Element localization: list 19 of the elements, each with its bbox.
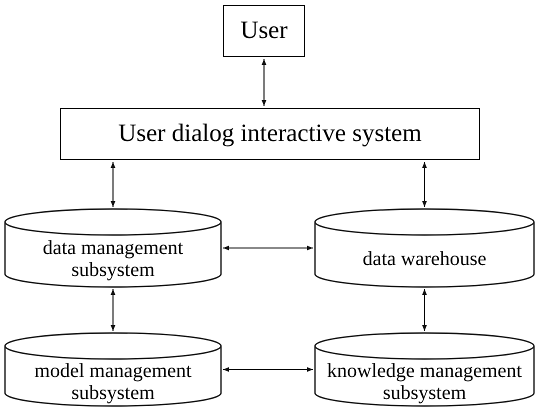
node-label: data warehouse (362, 248, 488, 270)
double-arrow (110, 162, 116, 207)
node-label: User (240, 16, 288, 46)
double-arrow (223, 246, 313, 250)
database-cylinder (315, 333, 534, 406)
double-arrow (262, 59, 266, 106)
process-box (223, 5, 305, 57)
node-label: data management subsystem (42, 237, 184, 281)
double-arrow (422, 289, 427, 331)
database-cylinder (5, 209, 221, 287)
database-cylinder (5, 333, 221, 406)
database-cylinder (315, 209, 534, 287)
double-arrow (223, 367, 313, 372)
process-box (60, 108, 480, 160)
double-arrow (110, 289, 116, 331)
node-label: knowledge management subsystem (326, 360, 523, 404)
node-label: model management subsystem (33, 360, 193, 404)
node-label: User dialog interactive system (118, 119, 422, 149)
double-arrow (422, 162, 427, 207)
